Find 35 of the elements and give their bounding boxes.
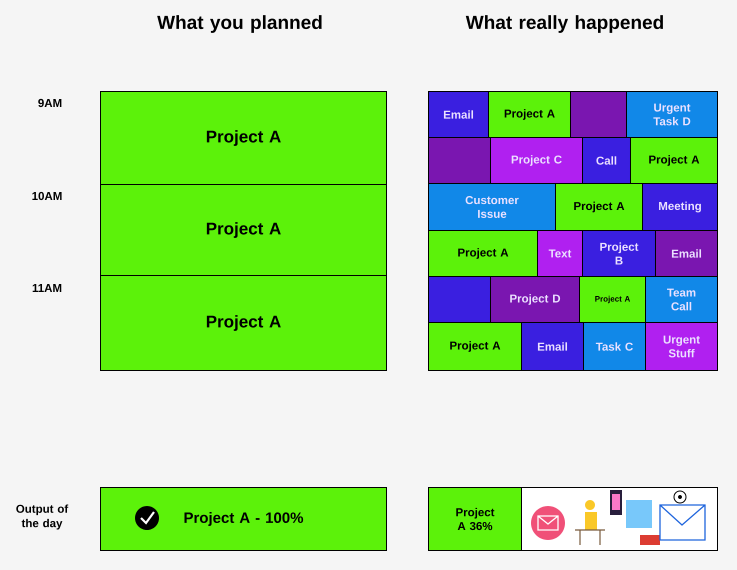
- task-block: Project A: [579, 276, 646, 323]
- task-block: [570, 91, 627, 138]
- task-block: [428, 276, 491, 323]
- task-block: Project A: [555, 183, 643, 231]
- output-box: Project A 36%: [428, 487, 522, 551]
- task-block: Urgent Stuff: [645, 322, 718, 371]
- task-block: Project A: [428, 230, 538, 277]
- task-block: Task C: [583, 322, 646, 371]
- task-block: Project D: [490, 276, 580, 323]
- time-label: 11AM: [32, 284, 62, 292]
- column-heading: What you planned: [157, 15, 322, 33]
- office-illustration-drawing: [521, 487, 718, 551]
- task-block: Urgent Task D: [626, 91, 718, 138]
- task-block: Email: [521, 322, 584, 371]
- task-block: Project A: [488, 91, 571, 138]
- plan-box: Project A: [100, 275, 387, 371]
- task-block: Email: [655, 230, 718, 277]
- row-label: Output of the day: [16, 504, 68, 530]
- task-block: [428, 137, 491, 184]
- task-block: Project A: [428, 322, 522, 371]
- task-block: Text: [537, 230, 583, 277]
- time-label: 9AM: [38, 98, 62, 108]
- output-box: Project A - 100%: [100, 487, 387, 551]
- task-block: Call: [582, 137, 631, 184]
- task-block: Project B: [582, 230, 656, 277]
- task-block: Project A: [630, 137, 718, 184]
- plan-box: Project A: [100, 184, 387, 276]
- task-block: Customer Issue: [428, 183, 556, 231]
- time-label: 10AM: [32, 192, 62, 200]
- task-block: Team Call: [645, 276, 718, 323]
- task-block: Project C: [490, 137, 583, 184]
- task-block: Meeting: [642, 183, 718, 231]
- task-block: Email: [428, 91, 489, 138]
- plan-box: Project A: [100, 91, 387, 185]
- column-heading: What really happened: [466, 15, 663, 33]
